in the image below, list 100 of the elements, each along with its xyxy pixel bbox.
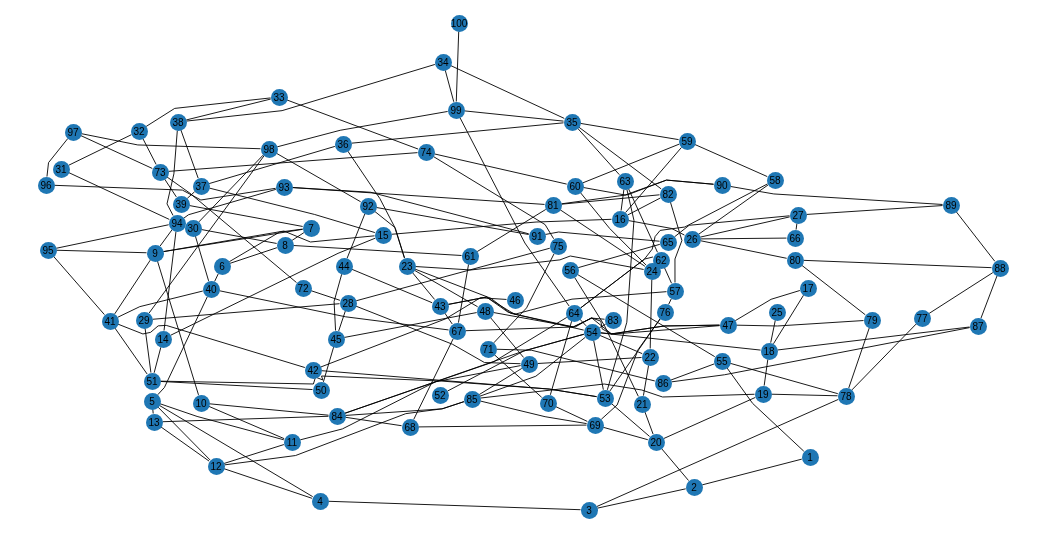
- edge-line: [68, 172, 170, 220]
- edge-line: [479, 336, 586, 397]
- edge-line: [322, 346, 335, 383]
- node-circle: 42: [304, 361, 322, 379]
- node-circle: 73: [151, 163, 169, 181]
- node-circle: 94: [168, 214, 186, 232]
- edge-line: [478, 368, 523, 395]
- edge-line: [293, 245, 462, 256]
- edge-line: [464, 110, 564, 122]
- edge-line: [664, 267, 672, 284]
- edge-line: [142, 138, 157, 165]
- edge-line: [144, 328, 152, 373]
- edge-line: [579, 122, 680, 141]
- edge-line: [699, 240, 788, 259]
- edge-line: [286, 99, 419, 150]
- node-circle: 87: [969, 317, 987, 335]
- edge-line: [80, 133, 261, 150]
- node-circle: 69: [586, 416, 604, 434]
- edge-line: [801, 264, 866, 316]
- edge-line: [194, 235, 210, 282]
- edge-line: [606, 188, 635, 391]
- edge-line: [465, 317, 605, 332]
- edge-line: [355, 247, 551, 302]
- edge-line: [310, 290, 341, 301]
- edge-line: [157, 406, 211, 461]
- edge-line: [479, 400, 588, 425]
- node-circle: 3: [580, 501, 598, 519]
- edge-line: [620, 189, 625, 211]
- node-circle: 22: [641, 348, 659, 366]
- edge-line: [598, 323, 607, 329]
- edge-line: [576, 273, 716, 358]
- edge-line: [549, 320, 573, 396]
- edge-line: [415, 255, 645, 271]
- edge-line: [803, 259, 992, 269]
- edge-line: [275, 152, 362, 203]
- edge-line: [374, 210, 405, 259]
- edge-line: [223, 444, 285, 464]
- node-circle: 20: [647, 433, 665, 451]
- edge-line: [157, 296, 208, 396]
- node-circle: 47: [719, 316, 737, 334]
- edge-line: [795, 223, 798, 230]
- node-circle: 48: [476, 302, 494, 320]
- node-circle: 32: [130, 122, 148, 140]
- node-circle: 50: [312, 381, 330, 399]
- edge-line: [770, 319, 776, 344]
- edge-line: [663, 397, 756, 439]
- node-circle: 17: [799, 279, 817, 297]
- edge-line: [413, 269, 479, 308]
- edge-line: [578, 126, 662, 190]
- node-circle: 5: [143, 392, 161, 410]
- edge-line: [734, 290, 801, 322]
- edge-line: [493, 253, 555, 344]
- node-circle: 84: [328, 407, 346, 425]
- node-circle: 27: [789, 206, 807, 224]
- node-circle: 74: [417, 143, 435, 161]
- edge-line: [224, 401, 465, 466]
- edge-line: [928, 272, 994, 314]
- node-circle: 8: [276, 236, 294, 254]
- edge-line: [561, 194, 660, 205]
- edge-line: [198, 154, 264, 223]
- node-circle: 21: [633, 395, 651, 413]
- edge-line: [321, 370, 598, 398]
- node-circle: 53: [596, 389, 614, 407]
- edge-line: [596, 488, 687, 509]
- edge-line: [580, 256, 654, 309]
- edge-line: [625, 147, 682, 213]
- node-circle: 23: [398, 257, 416, 275]
- edge-line: [186, 64, 436, 122]
- edge-line: [661, 448, 689, 481]
- edge-line: [611, 403, 650, 437]
- node-circle: 79: [863, 311, 881, 329]
- node-circle: 45: [327, 330, 345, 348]
- edge-line: [200, 229, 278, 244]
- edge-line: [80, 135, 153, 169]
- node-circle: 41: [101, 312, 119, 330]
- edge-line: [574, 276, 639, 397]
- edge-line: [593, 339, 604, 391]
- node-circle: 30: [184, 219, 202, 237]
- edge-line: [579, 192, 647, 266]
- edge-line: [229, 247, 278, 264]
- edge-line: [582, 143, 680, 184]
- node-circle: 95: [39, 241, 57, 259]
- node-circle: 82: [659, 185, 677, 203]
- edge-line: [168, 152, 418, 172]
- node-circle: 78: [837, 387, 855, 405]
- node-circle: 100: [450, 14, 468, 32]
- edge-line: [496, 348, 656, 382]
- edge-line: [480, 383, 755, 399]
- edge-line: [185, 98, 272, 121]
- edge-line: [596, 399, 839, 507]
- edge-line: [493, 354, 543, 398]
- edge-line: [414, 268, 585, 331]
- node-circle: 35: [563, 113, 581, 131]
- edge-line: [145, 97, 271, 127]
- edge-line: [46, 138, 69, 177]
- edge-line: [56, 249, 147, 254]
- node-circle: 83: [604, 311, 622, 329]
- edge-line: [351, 122, 564, 144]
- edge-line: [159, 403, 285, 441]
- edge-line: [848, 327, 870, 389]
